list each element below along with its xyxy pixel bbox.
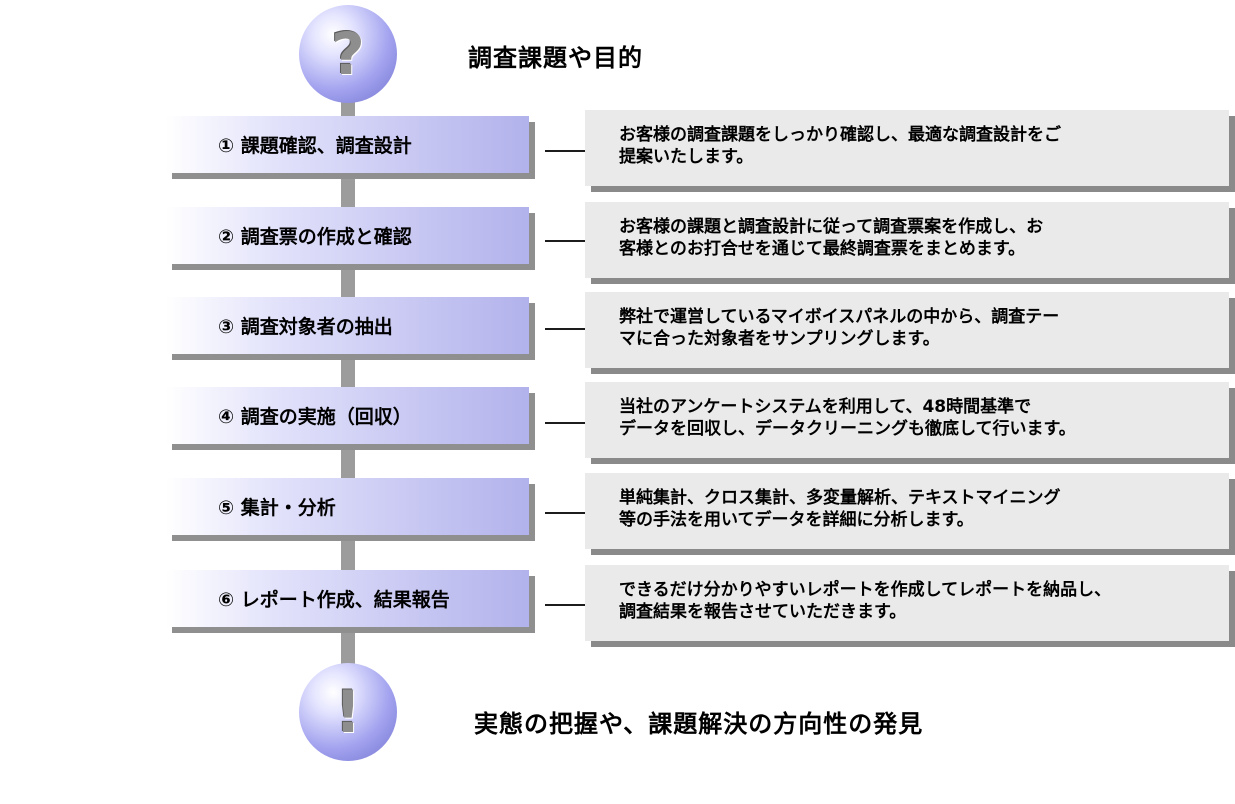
step-2-desc-line-2: 客様とのお打合せを通じて最終調査票をまとめます。 [619,239,1026,259]
step-1-connector [545,150,585,152]
step-4-connector [545,422,585,424]
step-5-connector [545,512,585,514]
step-1-label: ① 課題確認、調査設計 [218,135,412,157]
step-5-desc-line-2: 等の手法を用いてデータを詳細に分析します。 [619,510,974,530]
step-1-box: ① 課題確認、調査設計 [166,116,529,173]
step-2-box: ② 調査票の作成と確認 [166,207,529,264]
question-mark-icon: ? [299,5,397,103]
step-3-connector [545,328,585,330]
step-4-desc-line-1: 当社のアンケートシステムを利用して、48時間基準で [619,397,1032,417]
step-2-desc-line-1: お客様の課題と調査設計に従って調査票案を作成し、お [619,217,1044,237]
step-4-desc-line-2: データを回収し、データクリーニングも徹底して行います。 [619,419,1076,439]
step-3-label: ③ 調査対象者の抽出 [218,316,393,338]
step-3-box: ③ 調査対象者の抽出 [166,297,529,354]
step-2-label: ② 調査票の作成と確認 [218,226,412,248]
step-4-description: 当社のアンケートシステムを利用して、48時間基準で データを回収し、データクリー… [585,382,1229,458]
step-1-description: お客様の調査課題をしっかり確認し、最適な調査設計をご 提案いたします。 [585,110,1229,186]
step-1-desc-line-1: お客様の調査課題をしっかり確認し、最適な調査設計をご [619,125,1061,145]
step-5-label: ⑤ 集計・分析 [218,497,336,519]
step-6-desc-line-2: 調査結果を報告させていただきます。 [619,602,907,622]
step-6-box: ⑥ レポート作成、結果報告 [166,570,529,627]
step-6-connector [545,604,585,606]
step-5-description: 単純集計、クロス集計、多変量解析、テキストマイニング 等の手法を用いてデータを詳… [585,473,1229,549]
step-6-label: ⑥ レポート作成、結果報告 [218,589,450,611]
step-3-description: 弊社で運営しているマイボイスパネルの中から、調査テー マに合った対象者をサンプリ… [585,292,1229,368]
step-6-desc-line-1: できるだけ分かりやすいレポートを作成してレポートを納品し、 [619,580,1112,600]
end-heading: 実態の把握や、課題解決の方向性の発見 [474,710,924,738]
step-2-description: お客様の課題と調査設計に従って調査票案を作成し、お 客様とのお打合せを通じて最終… [585,202,1229,278]
step-5-desc-line-1: 単純集計、クロス集計、多変量解析、テキストマイニング [619,488,1061,508]
step-3-desc-line-2: マに合った対象者をサンプリングします。 [619,329,940,349]
step-4-box: ④ 調査の実施（回収） [166,387,529,444]
step-3-desc-line-1: 弊社で運営しているマイボイスパネルの中から、調査テー [619,307,1060,327]
step-6-description: できるだけ分かりやすいレポートを作成してレポートを納品し、 調査結果を報告させて… [585,565,1229,641]
step-2-connector [545,240,585,242]
step-1-desc-line-2: 提案いたします。 [619,147,754,167]
step-5-box: ⑤ 集計・分析 [166,478,529,535]
start-heading: 調査課題や目的 [468,44,643,72]
exclamation-mark-icon: ! [299,663,397,761]
step-4-label: ④ 調査の実施（回収） [218,406,412,428]
